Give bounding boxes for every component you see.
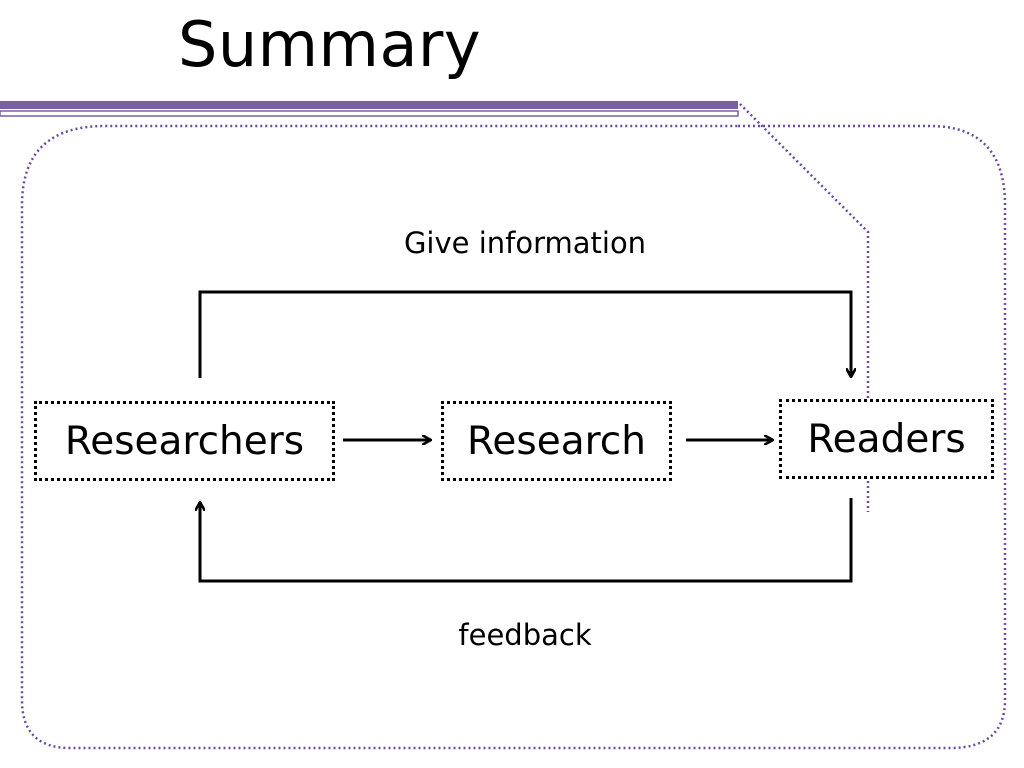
content-frame	[20, 103, 1007, 750]
readers-node: Readers	[779, 399, 994, 479]
slide-title: Summary	[178, 8, 482, 81]
researchers-node-label: Researchers	[64, 418, 305, 464]
researchers-node: Researchers	[34, 401, 335, 481]
research-node: Research	[441, 401, 672, 481]
research-node-label: Research	[467, 418, 646, 464]
give-information-label: Give information	[403, 226, 647, 260]
feedback-label: feedback	[458, 618, 592, 652]
give-information-arrow	[198, 290, 851, 378]
readers-node-label: Readers	[807, 416, 966, 462]
feedback-arrow	[200, 498, 853, 583]
title-underline	[0, 101, 739, 117]
